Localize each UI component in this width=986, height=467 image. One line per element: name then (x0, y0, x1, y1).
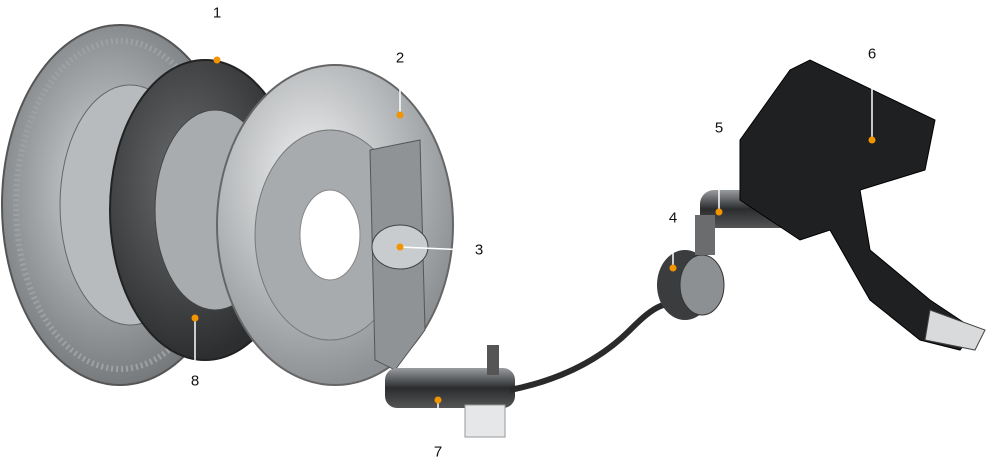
callout-label-2: 2 (395, 49, 405, 67)
leader-line-3 (399, 246, 469, 251)
callout-marker-5 (715, 208, 723, 216)
slave-cylinder (385, 345, 515, 438)
callout-label-3: 3 (474, 241, 484, 259)
callout-marker-4 (669, 264, 677, 272)
callout-marker-8 (191, 314, 199, 322)
callout-label-8: 8 (190, 372, 200, 390)
callout-marker-7 (434, 396, 442, 404)
callout-label-1: 1 (212, 4, 222, 22)
callout-marker-3 (396, 243, 404, 251)
callout-label-4: 4 (668, 209, 678, 227)
callout-label-5: 5 (714, 119, 724, 137)
callout-marker-1 (213, 56, 221, 64)
callout-label-6: 6 (867, 45, 877, 63)
callout-marker-2 (396, 111, 404, 119)
callout-label-7: 7 (433, 443, 443, 461)
callout-marker-6 (868, 136, 876, 144)
